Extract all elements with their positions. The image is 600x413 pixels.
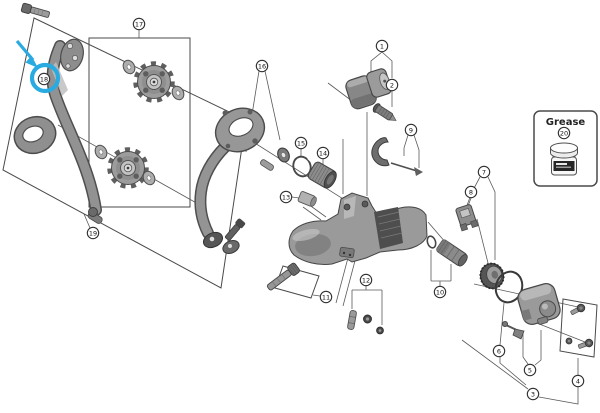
pivot-washer-part-15 — [277, 147, 290, 163]
highlight-part-18 — [15, 39, 61, 94]
callout-num-7: 7 — [482, 168, 486, 176]
callout-5 — [523, 363, 537, 377]
bushing-part-14 — [307, 161, 337, 189]
pulley-assembly-upper — [120, 57, 187, 102]
callout-20 — [557, 126, 571, 140]
callout-num-4: 4 — [576, 377, 580, 385]
callout-num-15: 15 — [297, 139, 305, 147]
callout-14 — [316, 146, 330, 160]
callout-num-1: 1 — [380, 42, 384, 50]
pivot-pin — [260, 159, 274, 171]
callout-num-19: 19 — [89, 229, 97, 237]
callout-15 — [294, 136, 308, 150]
callout-10 — [433, 285, 447, 299]
box-part-4 — [559, 298, 598, 358]
callout-1 — [375, 39, 389, 53]
grease-box: Grease — [533, 110, 598, 187]
snap-ring-part-15 — [292, 155, 312, 178]
cable-guide-part-9 — [371, 137, 423, 176]
callout-num-2: 2 — [390, 81, 394, 89]
callout-num-18: 18 — [40, 75, 48, 83]
highlight-arrow — [15, 39, 35, 62]
mounting-bolt — [20, 2, 50, 18]
leader-lines — [50, 30, 586, 405]
cone-part-13 — [297, 191, 317, 207]
b-axle-bolt-part-2 — [372, 103, 397, 121]
callout-num-17: 17 — [135, 20, 143, 28]
callout-13 — [279, 190, 293, 204]
callout-17 — [132, 17, 146, 31]
pulley-assembly-lower — [92, 142, 158, 187]
highlight-arrowhead — [25, 55, 38, 68]
cover-part-3 — [517, 282, 561, 326]
box-part-19 — [2, 17, 247, 289]
grease-label: Grease — [546, 117, 586, 128]
callout-num-10: 10 — [436, 288, 444, 296]
callout-16 — [255, 59, 269, 73]
callout-6 — [492, 344, 506, 358]
small-parts-part-12 — [347, 310, 384, 335]
callout-num-12: 12 — [362, 276, 370, 284]
callout-7 — [477, 165, 491, 179]
cage-bolt-part-11 — [266, 262, 300, 291]
screws-part-4 — [565, 303, 594, 349]
callout-num-13: 13 — [282, 193, 290, 201]
connector-part-8 — [455, 204, 479, 232]
grease-jar — [550, 142, 578, 176]
box-part-17 — [88, 37, 191, 208]
main-body — [288, 192, 428, 265]
plug-part-10 — [426, 235, 468, 267]
callout-num-9: 9 — [409, 126, 413, 134]
callout-4 — [571, 374, 585, 388]
callout-num-6: 6 — [497, 347, 501, 355]
callout-num-14: 14 — [319, 149, 327, 157]
callout-12 — [359, 273, 373, 287]
callout-2 — [385, 78, 399, 92]
highlight-circle — [29, 62, 61, 94]
outer-plate-part-16 — [194, 107, 266, 255]
callout-11 — [319, 290, 333, 304]
b-axle-assembly-part-1 — [345, 68, 392, 110]
callout-9 — [404, 123, 418, 137]
callout-num-5: 5 — [528, 366, 532, 374]
callout-19 — [86, 226, 100, 240]
callout-3 — [526, 387, 540, 401]
callout-num-11: 11 — [322, 293, 330, 301]
callout-8 — [464, 185, 478, 199]
callout-18 — [37, 72, 51, 86]
inner-plate-part-18 — [13, 38, 103, 224]
callout-num-16: 16 — [258, 62, 266, 70]
lever-part-5 — [501, 320, 525, 340]
callout-num-3: 3 — [531, 390, 535, 398]
callout-num-20: 20 — [560, 129, 568, 137]
callout-num-8: 8 — [469, 188, 473, 196]
